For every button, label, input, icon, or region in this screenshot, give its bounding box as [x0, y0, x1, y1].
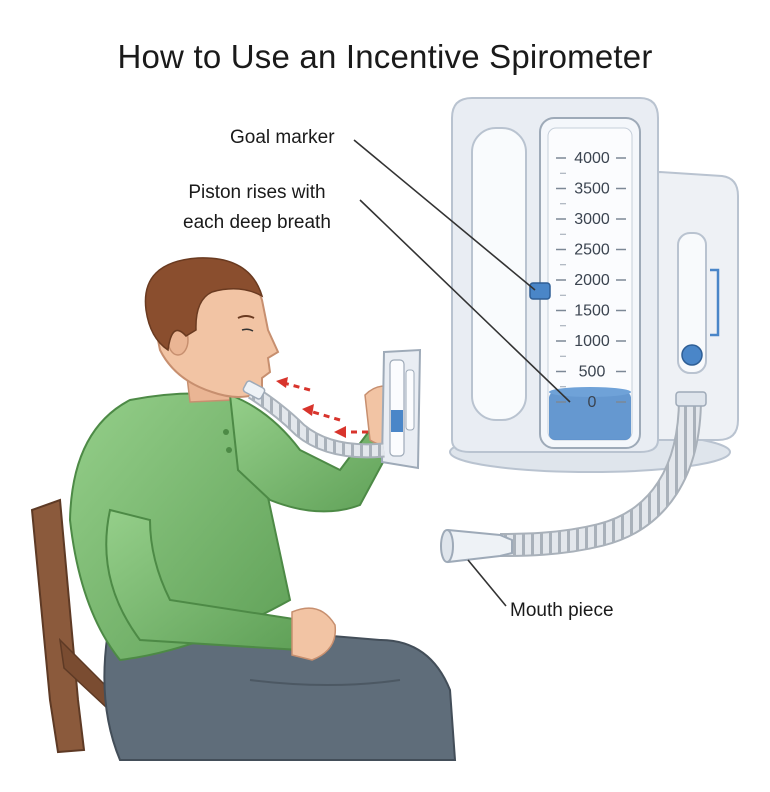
scale-tick-label: 3500: [574, 181, 610, 198]
shirt-button: [223, 429, 229, 435]
mouth-leader-line: [468, 560, 506, 606]
piston-label: Piston rises with each deep breath: [183, 178, 331, 238]
scale-tick-label: 1000: [574, 333, 610, 350]
hose-connector: [676, 392, 706, 406]
mouth-piece-label: Mouth piece: [510, 596, 614, 626]
small-device-window: [406, 370, 414, 430]
small-device-cylinder: [390, 360, 404, 456]
airflow-arrowhead: [334, 426, 346, 438]
spirometer-device: 4000 3500 3000 2500 2000 1500 1000 500 0: [441, 98, 738, 562]
scale-tick-label: 4000: [574, 150, 610, 167]
airflow-arrowhead: [302, 404, 314, 416]
left-window: [472, 128, 526, 420]
shirt-button: [226, 447, 232, 453]
scale-tick-label: 3000: [574, 211, 610, 228]
airflow-arrowhead: [276, 377, 288, 388]
diagram-title: How to Use an Incentive Spirometer: [0, 38, 770, 76]
scale-tick-label: 2000: [574, 272, 610, 289]
goal-marker-label: Goal marker: [230, 123, 335, 153]
piston-label-line2: each deep breath: [183, 208, 331, 238]
scale-tick-label: 1500: [574, 303, 610, 320]
scale-tick-label: 0: [588, 394, 597, 411]
small-device-piston: [391, 410, 403, 432]
scale-tick-label: 2500: [574, 242, 610, 259]
goal-marker: [530, 283, 550, 299]
piston-label-line1: Piston rises with: [183, 178, 331, 208]
scale-tick-label: 500: [579, 364, 606, 381]
mouth-piece-opening: [441, 530, 453, 562]
flow-indicator: [682, 345, 702, 365]
small-spirometer: [382, 350, 420, 468]
person: [32, 258, 455, 760]
